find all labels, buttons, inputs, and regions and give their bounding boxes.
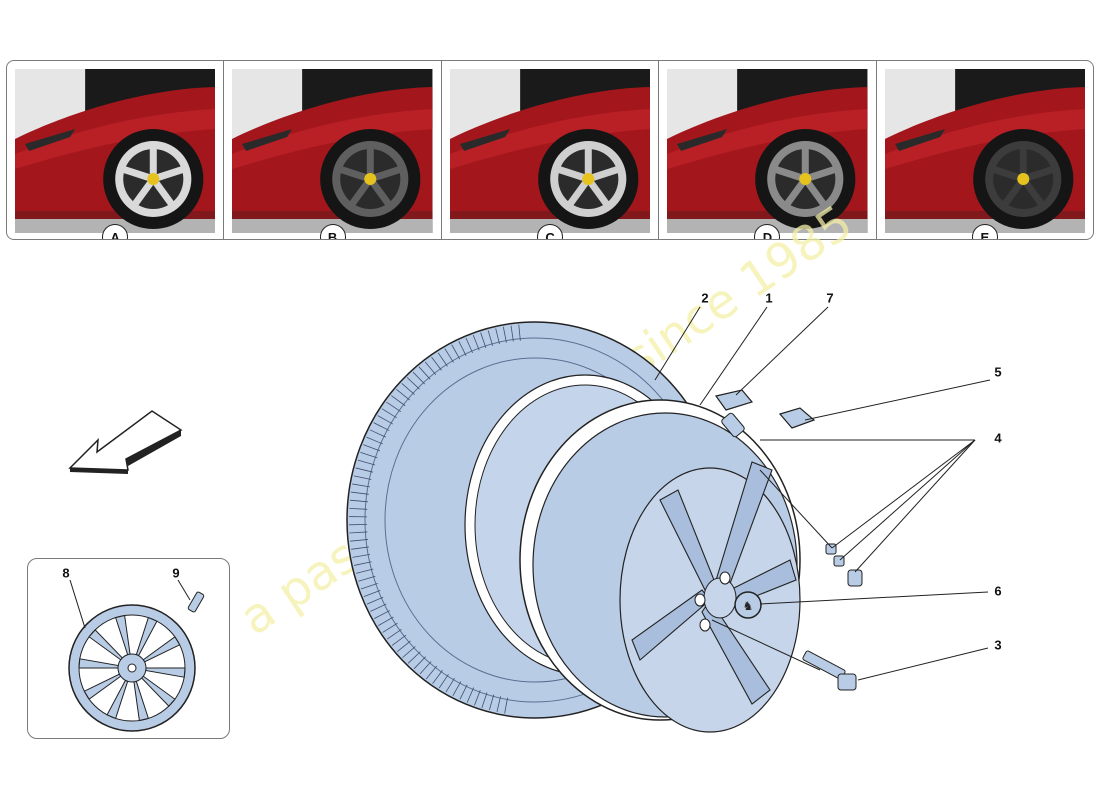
valve[interactable] xyxy=(721,412,746,438)
variant-e[interactable]: E xyxy=(877,61,1093,239)
car-photo-b xyxy=(232,69,433,233)
car-photo-a xyxy=(15,69,216,233)
callout-2: 2 xyxy=(701,290,709,306)
car-photo-c xyxy=(449,69,651,233)
direction-arrow-icon xyxy=(68,410,183,474)
callout-6: 6 xyxy=(994,583,1002,599)
svg-text:♞: ♞ xyxy=(743,599,754,613)
callout-1: 1 xyxy=(765,290,773,306)
variant-c[interactable]: C xyxy=(442,61,660,239)
alt-wheel-bolt[interactable] xyxy=(187,591,205,613)
variant-strip: A B C D E xyxy=(6,60,1094,240)
balance-weight[interactable] xyxy=(778,407,816,429)
callout-8: 8 xyxy=(62,565,70,581)
callout-9: 9 xyxy=(172,565,180,581)
callout-5: 5 xyxy=(994,364,1002,380)
callout-4: 4 xyxy=(994,430,1002,446)
centre-cap[interactable]: ♞ xyxy=(734,591,762,619)
variant-b[interactable]: B xyxy=(224,61,442,239)
car-photo-d xyxy=(667,69,868,233)
callout-7: 7 xyxy=(826,290,834,306)
rim[interactable] xyxy=(519,399,801,733)
callout-3: 3 xyxy=(994,637,1002,653)
alt-wheel-inset-rim[interactable] xyxy=(68,604,196,732)
variant-a[interactable]: A xyxy=(7,61,225,239)
car-photo-e xyxy=(884,69,1086,233)
leader-lines xyxy=(69,306,991,681)
variant-d[interactable]: D xyxy=(659,61,877,239)
wheel-bolt[interactable] xyxy=(802,650,857,691)
valve-parts[interactable] xyxy=(825,543,863,587)
alt-wheel-inset xyxy=(27,558,230,739)
tpms-sensor[interactable] xyxy=(714,389,754,411)
